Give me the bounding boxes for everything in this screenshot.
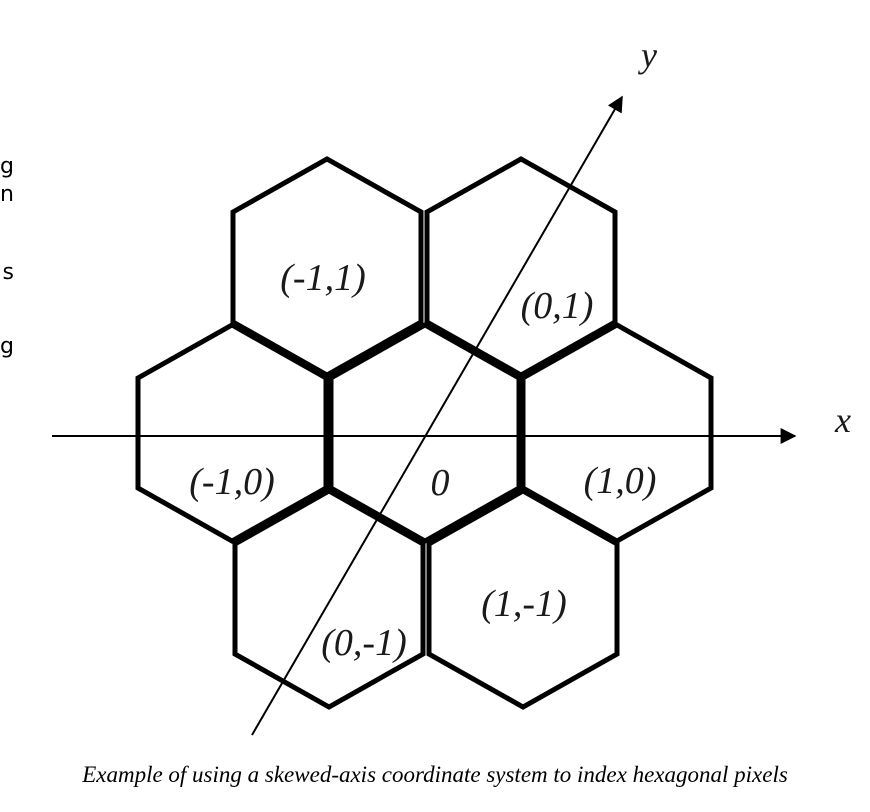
hex-cell-minus1-0 <box>135 322 329 544</box>
cell-label-minus1-1: (-1,1) <box>280 257 365 299</box>
cell-label-center: 0 <box>431 462 450 504</box>
hexagonal-grid-diagram: x y 0 (-1,1) (0,1) (-1,0) (1,0) (0,-1) (… <box>52 35 851 736</box>
y-axis-label: y <box>638 35 657 75</box>
side-fragment-2: n <box>0 182 14 207</box>
cell-label-0-1: (0,1) <box>521 285 594 327</box>
hex-cell-minus1-1 <box>230 156 424 378</box>
hex-cell-1-0 <box>520 322 714 544</box>
x-axis-label: x <box>834 400 851 440</box>
cell-label-minus1-0: (-1,0) <box>189 461 274 503</box>
cell-label-1-minus1: (1,-1) <box>481 583 566 625</box>
cell-label-0-minus1: (0,-1) <box>321 622 406 664</box>
side-fragment-3: s <box>2 260 14 285</box>
side-fragment-1: g <box>0 154 14 179</box>
hex-cell-0-minus1 <box>232 488 426 710</box>
cropped-side-text: g n s g <box>0 150 14 370</box>
hex-cell-center <box>328 322 522 544</box>
figure-caption: Example of using a skewed-axis coordinat… <box>82 762 788 787</box>
y-axis-line <box>251 95 623 736</box>
side-fragment-4: g <box>0 334 14 359</box>
cell-label-1-0: (1,0) <box>584 460 657 502</box>
hex-cell-0-1 <box>424 156 618 378</box>
hex-cell-1-minus1 <box>426 488 620 710</box>
